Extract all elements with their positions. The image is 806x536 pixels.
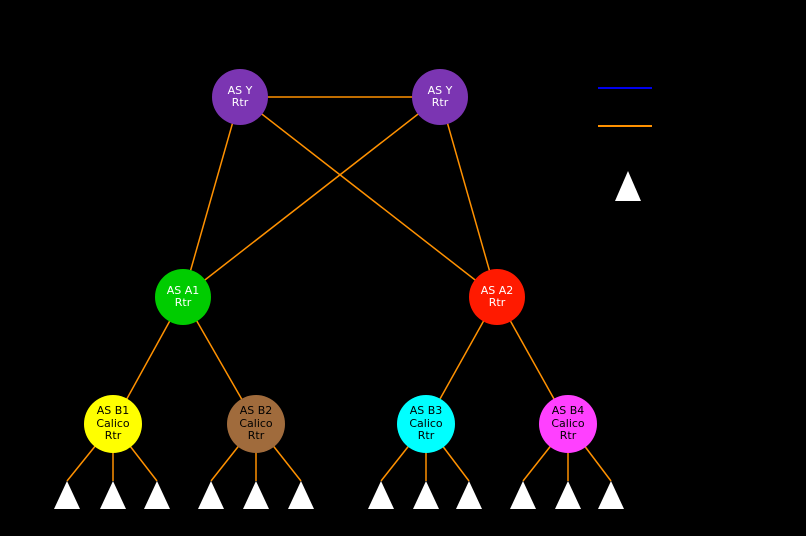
bgp-link-asb1-t2 [112,423,158,482]
bgp-link-asa2-asb4 [496,296,569,425]
bgp-link-asa1-asb2 [182,296,257,425]
host-triangle-t3 [198,481,224,509]
host-triangle-t8 [456,481,482,509]
bgp-link-asb4-t11 [567,423,612,482]
host-triangle-t6 [368,481,394,509]
bgp-link-asb4-t9 [522,423,569,482]
host-triangle-t2 [144,481,170,509]
bgp-link-asy2-asa2 [439,96,498,298]
bgp-link-asa1-asb1 [112,296,184,425]
host-triangle-t4 [243,481,269,509]
host-triangle-t5 [288,481,314,509]
host-triangle-t7 [413,481,439,509]
bgp-link-asb3-t8 [425,423,470,482]
bgp-link-asy1-asa1 [182,96,241,298]
bgp-link-asy1-asa2 [239,96,498,298]
host-triangle-t9 [510,481,536,509]
bgp-link-asb1-t0 [66,423,114,482]
host-triangle-t0 [54,481,80,509]
bgp-link-asb2-t5 [255,423,302,482]
bgp-link-asb3-t6 [380,423,427,482]
bgp-link-asy2-asa1 [182,96,441,298]
host-triangle-t1 [100,481,126,509]
bgp-link-asb2-t3 [210,423,257,482]
host-triangle-t11 [598,481,624,509]
host-triangle-t10 [555,481,581,509]
bgp-link-asa2-asb3 [425,296,498,425]
legend-host-triangle [615,171,641,201]
